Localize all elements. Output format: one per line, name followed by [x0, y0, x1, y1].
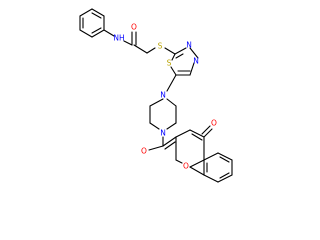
atom-nh: NH	[113, 34, 124, 43]
atom-thioether-s: S	[158, 42, 163, 51]
atom-chromone-ring-o: O	[183, 162, 189, 171]
atom-piperazine-n-top: N	[160, 91, 166, 100]
atom-labels: NH O S S N N N N O O O	[113, 23, 217, 171]
atom-amide-o: O	[131, 23, 137, 32]
molecule-structure: NH O S S N N N N O O O	[79, 8, 233, 183]
atom-thiadiazole-s: S	[167, 59, 172, 68]
bonds	[79, 8, 233, 183]
atom-amide-carbonyl-o: O	[141, 147, 147, 156]
atom-thiadiazole-n2: N	[193, 57, 199, 66]
atom-thiadiazole-n1: N	[186, 41, 192, 50]
atom-piperazine-n-bottom: N	[160, 129, 166, 138]
atom-chromone-ketone-o: O	[211, 119, 217, 128]
